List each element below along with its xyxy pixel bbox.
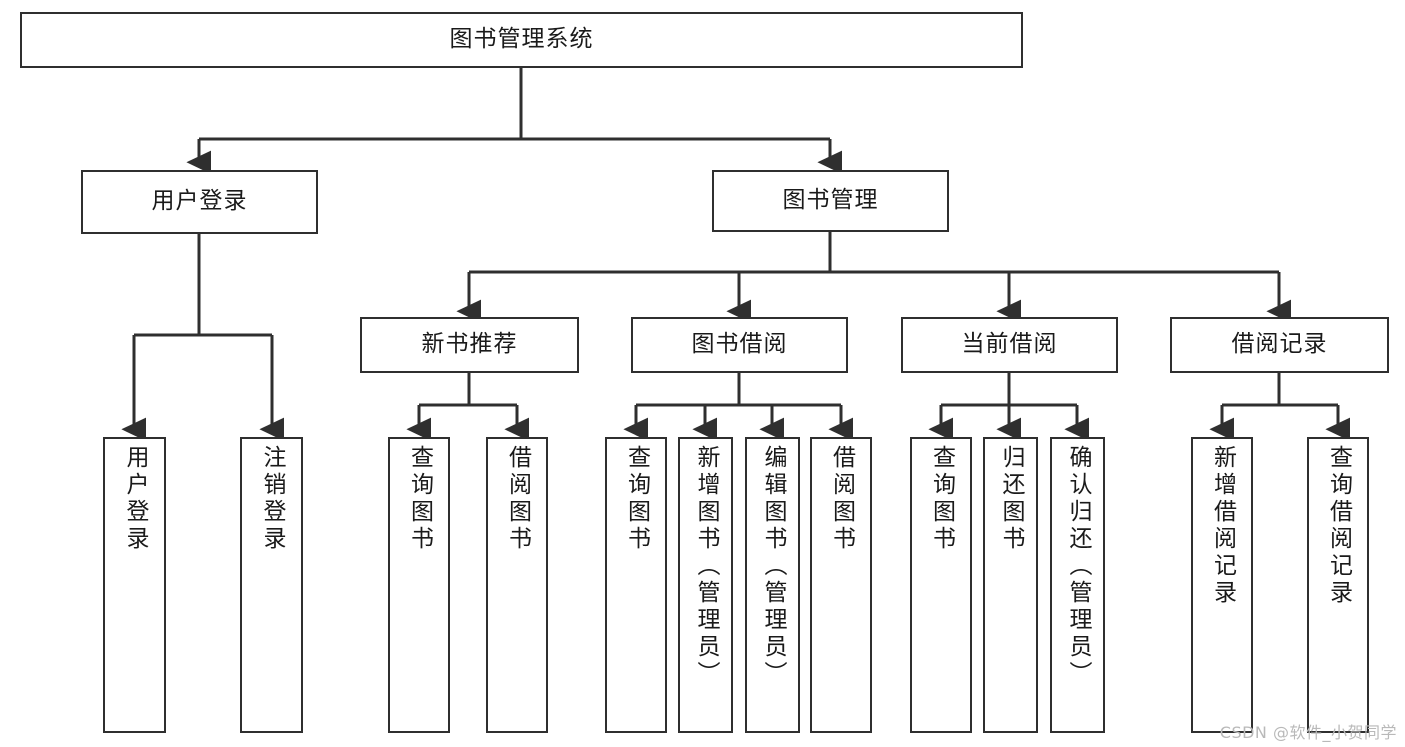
node-label: 编辑图书（管理员） (760, 445, 786, 688)
node-label: 查询图书 (928, 445, 955, 553)
node-label: 当前借阅 (961, 331, 1058, 358)
node-label: 借阅图书 (504, 445, 531, 553)
node-new-book-rec[interactable]: 新书推荐 (360, 317, 579, 373)
node-label: 用户登录 (151, 188, 248, 215)
watermark: CSDN @软件_小贺同学 (1219, 723, 1397, 742)
node-label: 新书推荐 (421, 331, 518, 358)
node-book-borrow[interactable]: 图书借阅 (631, 317, 848, 373)
node-label: 查询图书 (623, 445, 650, 553)
node-current-borrow[interactable]: 当前借阅 (901, 317, 1118, 373)
node-label: 借阅图书 (828, 445, 855, 553)
node-label: 图书管理系统 (449, 26, 594, 53)
node-leaf-add-borrow-record[interactable]: 新增借阅记录 (1191, 437, 1253, 733)
node-root-book-management-system[interactable]: 图书管理系统 (20, 12, 1023, 68)
node-label: 归还图书 (998, 445, 1024, 553)
node-label: 图书管理 (782, 187, 879, 214)
node-label: 注销登录 (259, 445, 285, 553)
node-leaf-borrow-books-rec[interactable]: 借阅图书 (486, 437, 548, 733)
node-user-login[interactable]: 用户登录 (81, 170, 318, 234)
node-label: 确认归还（管理员） (1065, 445, 1091, 688)
node-label: 图书借阅 (691, 331, 788, 358)
node-label: 用户登录 (122, 445, 148, 553)
node-leaf-confirm-return-admin[interactable]: 确认归还（管理员） (1050, 437, 1105, 733)
node-leaf-query-books-borrow[interactable]: 查询图书 (605, 437, 667, 733)
node-leaf-edit-book-admin[interactable]: 编辑图书（管理员） (745, 437, 800, 733)
node-leaf-query-books-rec[interactable]: 查询图书 (388, 437, 450, 733)
node-leaf-query-books-current[interactable]: 查询图书 (910, 437, 972, 733)
node-label: 新增图书（管理员） (693, 445, 719, 688)
node-leaf-borrow-books-borrow[interactable]: 借阅图书 (810, 437, 872, 733)
node-label: 新增借阅记录 (1209, 445, 1236, 607)
node-book-manage[interactable]: 图书管理 (712, 170, 949, 232)
node-leaf-query-borrow-record[interactable]: 查询借阅记录 (1307, 437, 1369, 733)
node-leaf-return-books[interactable]: 归还图书 (983, 437, 1038, 733)
node-borrow-record[interactable]: 借阅记录 (1170, 317, 1389, 373)
node-label: 借阅记录 (1231, 331, 1328, 358)
node-leaf-logout[interactable]: 注销登录 (240, 437, 303, 733)
node-label: 查询借阅记录 (1325, 445, 1352, 607)
node-leaf-add-book-admin[interactable]: 新增图书（管理员） (678, 437, 733, 733)
node-leaf-user-login[interactable]: 用户登录 (103, 437, 166, 733)
node-label: 查询图书 (406, 445, 433, 553)
